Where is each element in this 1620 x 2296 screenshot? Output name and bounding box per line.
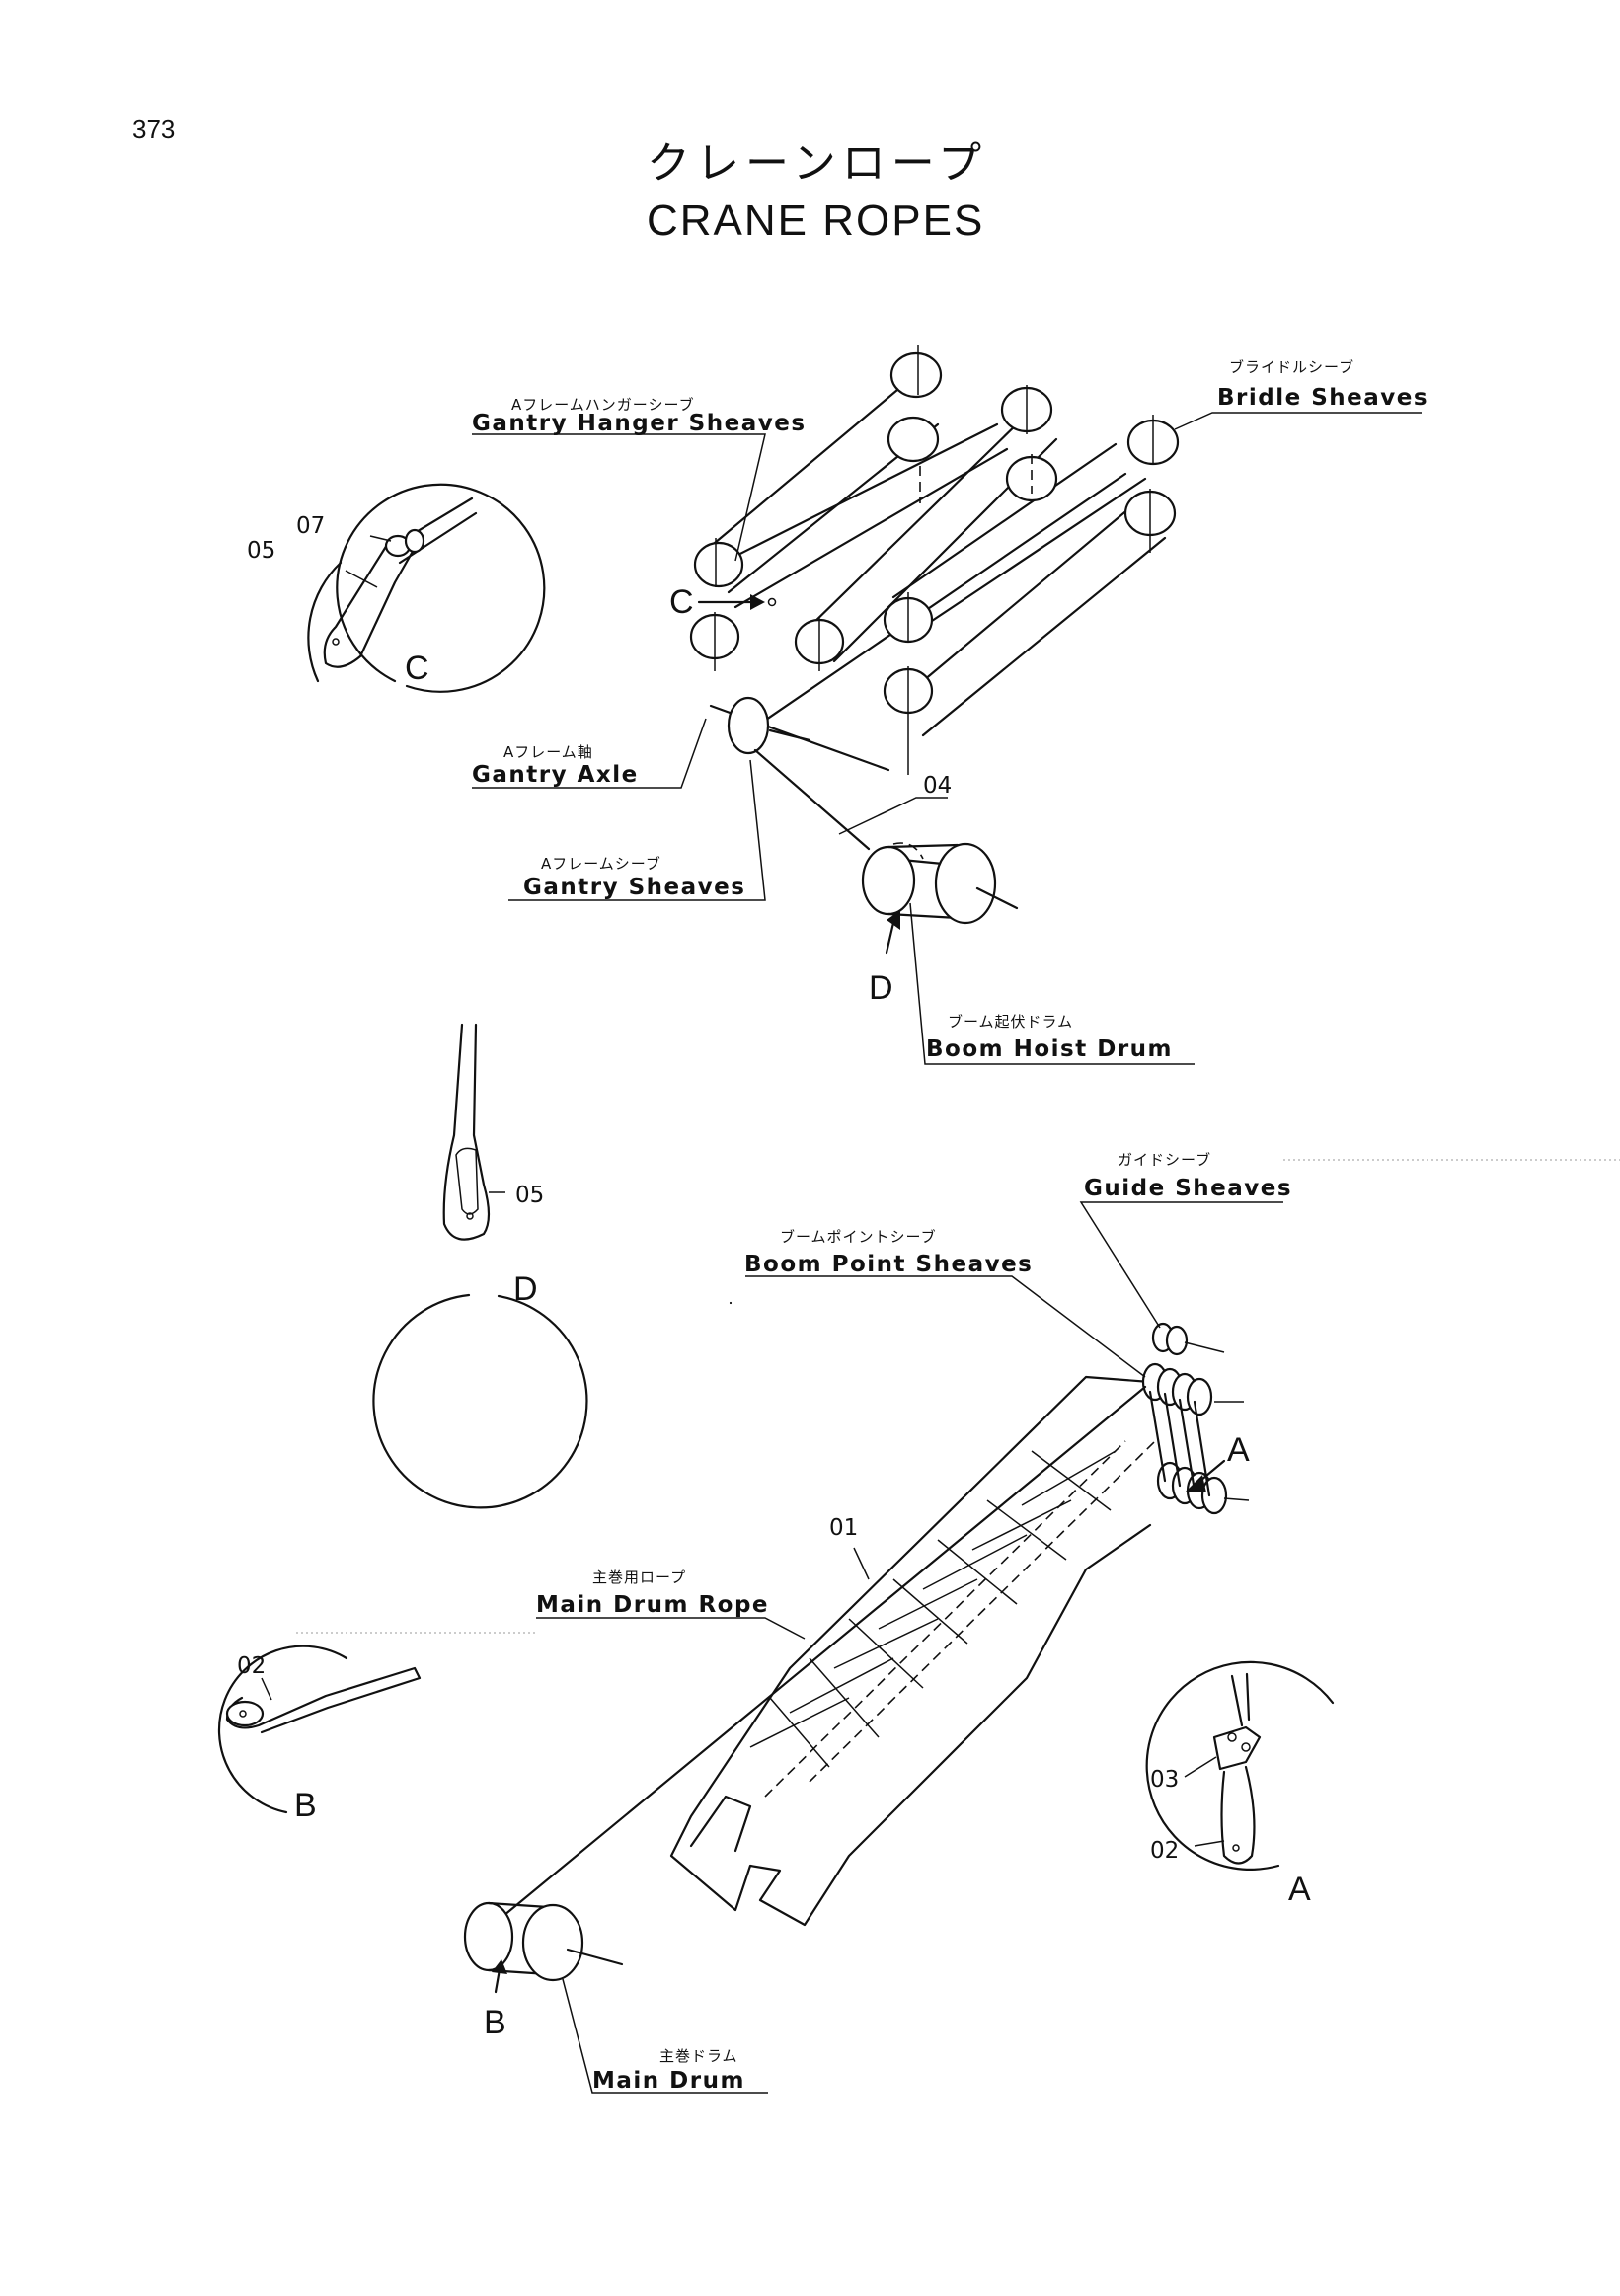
callout-gantry-axle: Aフレーム軸 Gantry Axle (472, 718, 707, 789)
svg-text:07: 07 (296, 513, 325, 539)
callout-boom-point-sheaves: ブームポイントシーブ Boom Point Sheaves (744, 1228, 1146, 1378)
svg-text:Guide Sheaves: Guide Sheaves (1084, 1176, 1292, 1201)
detail-view-c: 07 05 C (247, 483, 546, 693)
svg-text:Gantry Axle: Gantry Axle (472, 762, 639, 788)
svg-text:Main Drum: Main Drum (592, 2068, 745, 2094)
gantry-assembly: C D (669, 345, 1180, 1305)
callout-guide-sheaves: ガイドシーブ Guide Sheaves (1079, 1151, 1620, 1329)
svg-text:ブームポイントシーブ: ブームポイントシーブ (780, 1228, 937, 1246)
svg-text:ブーム起伏ドラム: ブーム起伏ドラム (948, 1013, 1073, 1031)
svg-text:Gantry Hanger Sheaves: Gantry Hanger Sheaves (472, 411, 807, 436)
callout-gantry-sheaves: Aフレームシーブ Gantry Sheaves (508, 759, 766, 901)
callout-gantry-hanger-sheaves: Aフレームハンガーシーブ Gantry Hanger Sheaves (472, 396, 807, 562)
boom-assembly: A (497, 1322, 1250, 1927)
svg-text:02: 02 (1150, 1838, 1179, 1864)
svg-text:Aフレームシーブ: Aフレームシーブ (541, 855, 661, 873)
svg-text:主巻用ロープ: 主巻用ロープ (592, 1569, 686, 1586)
callout-part-04: 04 (838, 773, 952, 835)
detail-view-a: 03 02 A (1145, 1660, 1335, 1908)
view-letter-a-arrow: A (1227, 1431, 1250, 1469)
svg-text:ブライドルシーブ: ブライドルシーブ (1229, 358, 1354, 376)
svg-text:主巻ドラム: 主巻ドラム (659, 2047, 738, 2065)
callout-main-drum-rope: 主巻用ロープ Main Drum Rope (296, 1569, 806, 1640)
svg-text:01: 01 (829, 1515, 858, 1541)
svg-text:Aフレーム軸: Aフレーム軸 (503, 743, 593, 761)
callout-boom-hoist-drum: ブーム起伏ドラム Boom Hoist Drum (909, 902, 1195, 1065)
svg-text:Boom Hoist Drum: Boom Hoist Drum (926, 1036, 1173, 1062)
arrow-d-icon (887, 910, 900, 930)
callout-part-01: 01 (829, 1515, 870, 1580)
arrow-a-icon (1185, 1475, 1206, 1492)
title-english: CRANE ROPES (647, 196, 984, 245)
detail-view-d: 05 D (372, 1023, 588, 1509)
title-japanese: クレーンロープ (647, 138, 987, 189)
svg-text:Gantry Sheaves: Gantry Sheaves (523, 875, 745, 900)
page-number: 373 (132, 115, 175, 144)
svg-text:Bridle Sheaves: Bridle Sheaves (1217, 385, 1428, 411)
svg-text:05: 05 (247, 538, 275, 564)
svg-text:ガイドシーブ: ガイドシーブ (1118, 1151, 1211, 1169)
view-letter-c: C (405, 650, 429, 687)
view-letter-d: D (513, 1270, 538, 1308)
svg-text:Aフレームハンガーシーブ: Aフレームハンガーシーブ (511, 396, 695, 414)
svg-text:03: 03 (1150, 1767, 1179, 1793)
view-letter-b-arrow: B (484, 2004, 506, 2041)
callout-main-drum: 主巻ドラム Main Drum (562, 1978, 768, 2094)
arrow-b-icon (492, 1959, 507, 1974)
view-letter-c-arrow: C (669, 583, 694, 621)
view-letter-d-arrow: D (869, 969, 893, 1007)
callout-bridle-sheaves: ブライドルシーブ Bridle Sheaves (1174, 358, 1428, 430)
svg-text:04: 04 (923, 773, 952, 799)
main-drum: B (463, 1901, 624, 2041)
arrow-c-icon (750, 594, 765, 610)
view-letter-a: A (1288, 1871, 1311, 1908)
view-letter-b: B (294, 1787, 317, 1824)
svg-text:05: 05 (515, 1183, 544, 1208)
boom-hoist-drum (861, 842, 1019, 925)
detail-view-b: 02 B (217, 1645, 422, 1824)
svg-text:02: 02 (237, 1653, 266, 1679)
svg-text:Main Drum Rope: Main Drum Rope (536, 1592, 769, 1618)
svg-text:Boom Point Sheaves: Boom Point Sheaves (744, 1252, 1033, 1277)
